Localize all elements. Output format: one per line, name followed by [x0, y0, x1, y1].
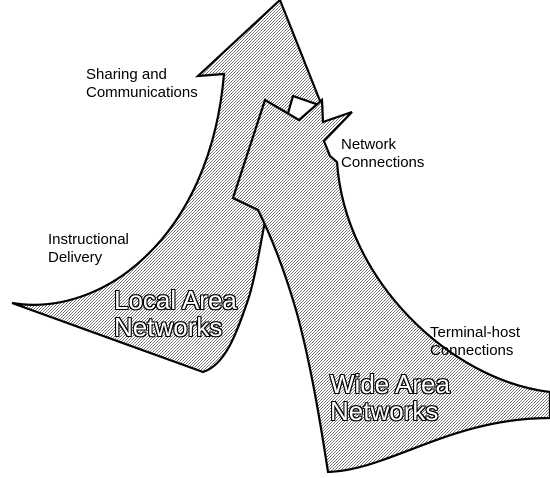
- wan-arrow-label-line1: Wide Area: [330, 369, 450, 399]
- lan-arrow-label-line2: Networks: [114, 312, 223, 342]
- terminal-label: Terminal-host Connections: [430, 324, 520, 360]
- lan-arrow-label-line1: Local Area: [114, 285, 237, 315]
- sharing-label-line2: Communications: [86, 84, 198, 101]
- wan-arrow: [231, 97, 550, 474]
- lan-arrow: [11, 0, 324, 374]
- instructional-label-line1: Instructional: [48, 231, 129, 248]
- network-label-line2: Connections: [341, 154, 425, 171]
- wan-arrow-label: Wide Area Networks: [330, 371, 450, 425]
- sharing-label-line1: Sharing and: [86, 66, 167, 83]
- terminal-label-line1: Terminal-host: [430, 324, 521, 341]
- lan-arrow-label: Local Area Networks: [114, 287, 237, 341]
- instructional-label-line2: Delivery: [48, 249, 103, 266]
- network-label-line1: Network: [341, 136, 397, 153]
- sharing-label: Sharing and Communications: [86, 66, 198, 102]
- network-label: Network Connections: [341, 136, 424, 172]
- terminal-label-line2: Connections: [430, 342, 514, 359]
- wan-arrow-label-line2: Networks: [330, 396, 439, 426]
- instructional-label: Instructional Delivery: [48, 231, 129, 267]
